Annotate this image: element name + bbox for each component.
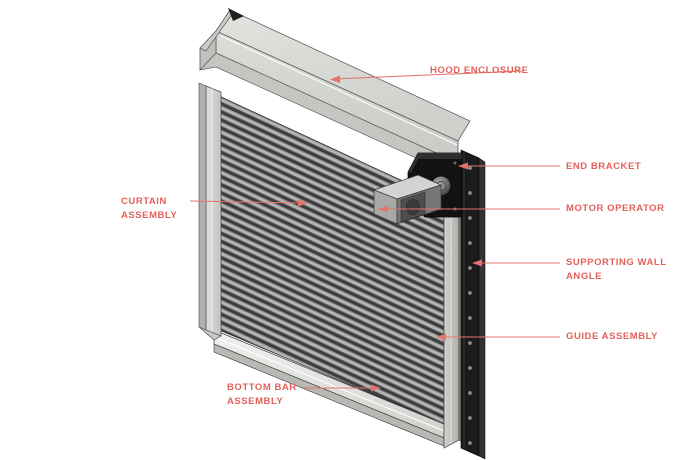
supporting-wall-angle-graphic [460,149,486,460]
callout-leader-lines [189,70,560,392]
curtain-assembly-graphic [218,95,445,425]
callout-bottom-bar-assembly: BOTTOM BAR ASSEMBLY [227,382,297,407]
hood-enclosure-graphic [199,8,471,178]
motor-operator-graphic [372,174,442,225]
wall-angle-bolt-holes [468,166,472,445]
callout-end-bracket: END BRACKET [566,161,642,172]
callout-curtain-assembly: CURTAIN ASSEMBLY [121,196,178,221]
callout-hood-enclosure: HOOD ENCLOSURE [430,65,529,76]
callout-guide-assembly: GUIDE ASSEMBLY [566,331,658,342]
callout-supporting-wall-angle: SUPPORTING WALL ANGLE [566,257,667,282]
callout-motor-operator: MOTOR OPERATOR [566,203,665,214]
bottom-bar-assembly-graphic [213,329,445,447]
left-guide-assembly-graphic [198,82,222,341]
